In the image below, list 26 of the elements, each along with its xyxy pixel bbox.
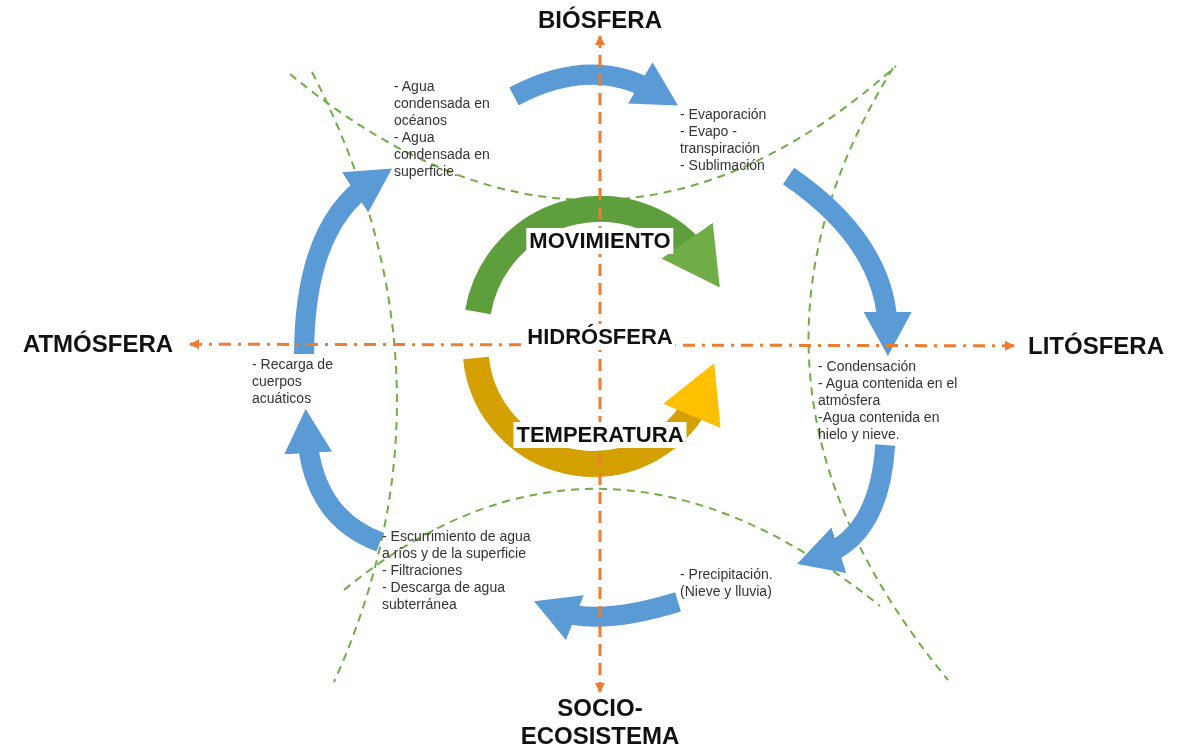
cycle-arrow bbox=[294, 167, 392, 355]
process-text: - Evapo - transpiración bbox=[680, 123, 762, 157]
process-text: - Filtraciones bbox=[382, 562, 464, 579]
center-label: MOVIMIENTO bbox=[526, 228, 674, 254]
cycle-arrow bbox=[782, 167, 911, 356]
process-text: - Descarga de agua subterránea bbox=[382, 579, 506, 613]
process-text: - Agua contenida en el atmósfera bbox=[818, 375, 958, 409]
cycle-arrow bbox=[797, 444, 896, 572]
cycle-arrow bbox=[509, 62, 679, 106]
process-text: -Agua contenida en hielo y nieve. bbox=[818, 409, 941, 443]
sphere-label: SOCIO- ECOSISTEMA bbox=[500, 694, 700, 750]
center-label: TEMPERATURA bbox=[513, 422, 687, 448]
cycle-arrow bbox=[284, 409, 384, 552]
process-text: - Sublimación bbox=[680, 157, 766, 174]
sphere-label: BIÓSFERA bbox=[520, 6, 680, 34]
process-text: - Recarga de cuerpos acuáticos bbox=[252, 356, 334, 407]
process-text: - Condensación bbox=[818, 358, 918, 375]
process-text: - Evaporación bbox=[680, 106, 768, 123]
process-text: - Agua condensada en superficie. bbox=[394, 129, 491, 180]
cycle-arrow bbox=[533, 592, 681, 640]
sphere-label: LITÓSFERA bbox=[1016, 332, 1176, 360]
axis-arrow bbox=[595, 35, 605, 693]
process-text: - Escurrimiento de agua a ríos y de la superficie bbox=[382, 528, 532, 562]
sphere-label: ATMÓSFERA bbox=[8, 330, 188, 358]
process-text: - Precipitación. (Nieve y lluvia) bbox=[680, 566, 774, 600]
process-text: - Agua condensada en océanos bbox=[394, 78, 491, 129]
